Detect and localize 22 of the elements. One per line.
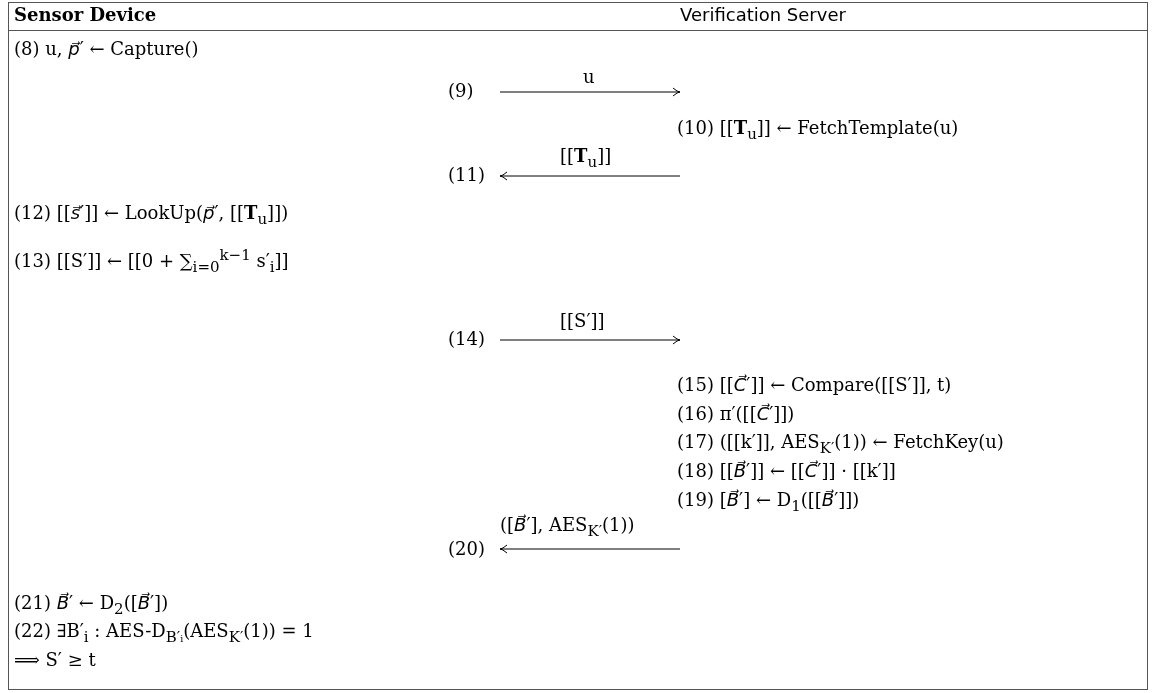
message-label: u xyxy=(583,66,595,88)
message-label: ([B⃗′], AES$_{K′}$(1)) xyxy=(500,514,635,542)
column-heading: Sensor Device xyxy=(14,4,157,26)
message-label: [[S′]] xyxy=(560,310,605,332)
protocol-step: (18) [[B⃗′]] ← [[C⃗′]] · [[k′]] xyxy=(677,460,896,482)
protocol-step: (12) [[s⃗′]] ← LookUp(p⃗′, [[T$_{u}$]]) xyxy=(14,202,289,230)
protocol-step: (16) π′([[C⃗′]]) xyxy=(677,403,795,425)
protocol-step: ⟹ S′ ≥ t xyxy=(14,649,96,671)
step-number: (20) xyxy=(448,538,485,560)
protocol-step: (15) [[C⃗′]] ← Compare([[S′]], t) xyxy=(677,374,952,396)
protocol-step: (17) ([[k′]], AES$_{K′}$(1)) ← FetchKey(u) xyxy=(677,431,1004,459)
protocol-step: (22) ∃B′$_{i}$ : AES-D$_{B′ᵢ}$(AES$_{K′}$(1)) = 1 xyxy=(14,620,314,648)
message-label: [[T$_{u}$]] xyxy=(560,145,612,173)
step-number: (14) xyxy=(448,328,485,350)
protocol-step: (13) [[S′]] ← [[0 + ∑$_{i=0}$$^{k−1}$ s′$_{i}$]] xyxy=(14,244,289,278)
step-number: (11) xyxy=(448,164,485,186)
step-number: (9) xyxy=(448,80,474,102)
protocol-step: (8) u, p⃗′ ← Capture() xyxy=(14,38,199,60)
column-heading: Verification Server xyxy=(680,4,846,26)
protocol-step: (21) B⃗′ ← D$_{2}$([B⃗′]) xyxy=(14,592,169,620)
protocol-step: (10) [[T$_{u}$]] ← FetchTemplate(u) xyxy=(677,117,959,145)
protocol-step: (19) [B⃗′] ← D$_{1}$([[B⃗′]]) xyxy=(677,489,860,517)
